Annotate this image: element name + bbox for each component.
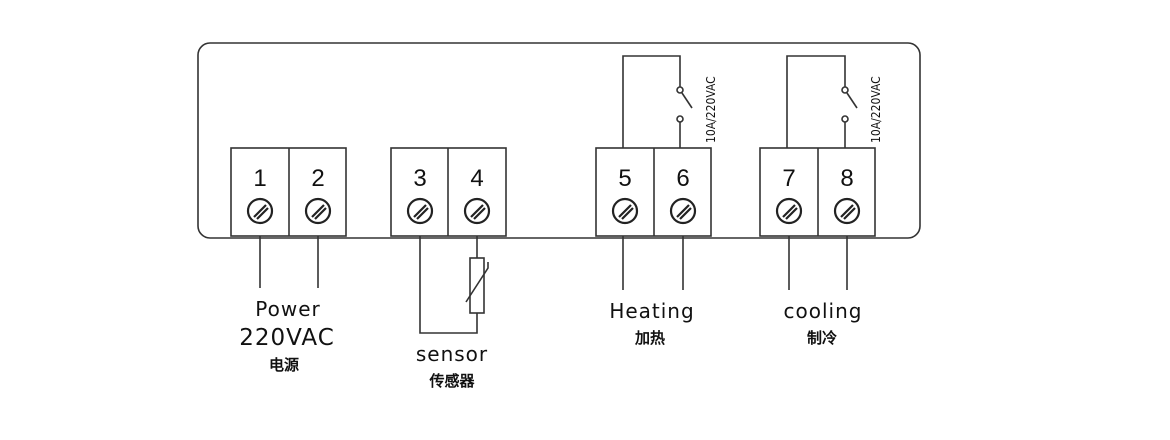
power-voltage-label: 220VAC: [239, 325, 335, 351]
sensor-label: sensor: [416, 342, 488, 366]
terminal-number-3: 3: [413, 165, 426, 192]
screw-icon: [669, 197, 697, 225]
terminal-number-4: 4: [470, 165, 483, 192]
screw-icon: [833, 197, 861, 225]
lead-wires: [259, 236, 848, 290]
power-label: Power: [255, 297, 320, 321]
cooling-relay-contact: [786, 55, 858, 148]
heating-label: Heating: [609, 299, 694, 323]
heating-relay-rating: 10A/220VAC: [704, 76, 718, 143]
terminal-number-7: 7: [782, 165, 795, 192]
power-label-cn: 电源: [269, 356, 299, 374]
controller-housing: [197, 42, 921, 239]
thermistor-symbol: [469, 257, 485, 314]
screw-icon: [775, 197, 803, 225]
heating-relay-contact: [622, 55, 693, 148]
screw-icon: [611, 197, 639, 225]
sensor-label-cn: 传感器: [428, 372, 475, 390]
terminal-number-2: 2: [311, 165, 324, 192]
terminal-number-1: 1: [253, 165, 266, 192]
heating-label-cn: 加热: [634, 329, 665, 347]
terminal-number-5: 5: [618, 165, 631, 192]
cooling-relay-rating: 10A/220VAC: [869, 76, 883, 143]
terminal-number-8: 8: [840, 165, 853, 192]
cooling-label-cn: 制冷: [807, 329, 837, 347]
screw-icon: [304, 197, 332, 225]
screw-icon: [463, 197, 491, 225]
terminal-number-6: 6: [676, 165, 689, 192]
sensor-circuit: [419, 236, 489, 334]
screw-icon: [406, 197, 434, 225]
screw-icon: [246, 197, 274, 225]
cooling-label: cooling: [784, 299, 863, 323]
terminal-block: [230, 147, 876, 237]
